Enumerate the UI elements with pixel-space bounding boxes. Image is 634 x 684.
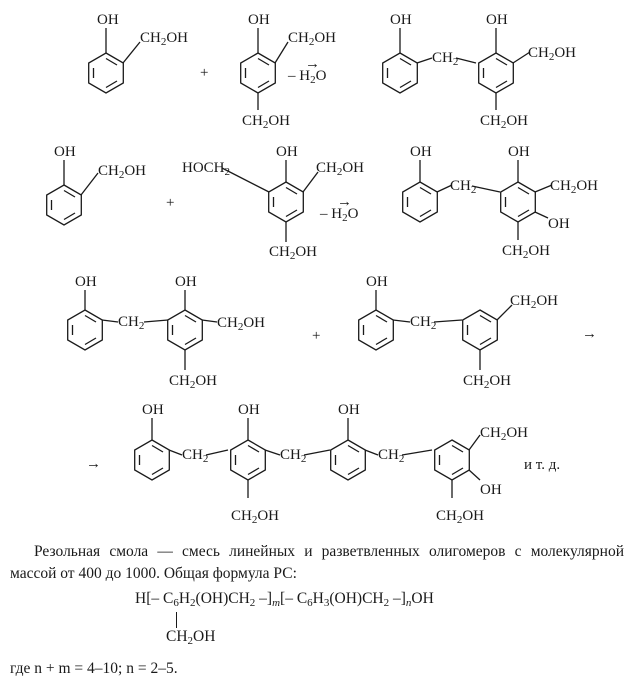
hydroxyl-label: OH [97,12,119,28]
benzene-ring [462,309,498,351]
benzene-ring [88,52,124,94]
benzene-ring [134,439,170,481]
hydroxyl-label: OH [410,144,432,160]
bond-line [274,41,289,64]
plus-sign: + [200,65,208,81]
benzene-ring [230,439,266,481]
water-elimination-label: – H2O [287,68,327,86]
hydroxyl-label: OH [238,402,260,418]
benzene-ring [434,439,470,481]
general-formula: H[– C6H2(OH)CH2 –]m[– C6H3(OH)CH2 –]nOH [135,590,434,609]
bond-line [122,41,141,64]
methylene-bridge-label: CH2 [280,447,306,465]
bond-line [455,57,477,64]
methylene-bridge-label: CH2 [410,314,436,332]
hydroxymethyl-label: CH2OH [242,113,290,131]
hydroxymethyl-label: CH2OH [269,244,317,262]
bond-line [205,449,229,456]
methylene-bridge-label: CH2 [378,447,404,465]
bond-line [80,172,99,196]
hydroxyl-label: OH [54,144,76,160]
hydroxyl-label: OH [75,274,97,290]
bond-line [101,319,119,323]
hydroxyl-label: OH [480,482,502,498]
benzene-ring [402,181,438,223]
reaction-arrow: → [305,56,320,72]
reaction-arrow: → [337,194,352,210]
hydroxymethyl-label: HOCH2 [182,160,230,178]
bond-line [512,51,531,64]
formula-branch-bond [176,612,177,628]
methylene-bridge-label: CH2 [182,447,208,465]
hydroxymethyl-label: CH2OH [436,508,484,526]
hydroxyl-label: OH [366,274,388,290]
hydroxymethyl-label: CH2OH [480,113,528,131]
hydroxymethyl-label: CH2OH [502,243,550,261]
benzene-ring [268,181,304,223]
etc-label: и т. д. [524,457,560,473]
hydroxyl-label: OH [508,144,530,160]
resol-description: Резольная смола — смесь линейных и разве… [10,543,624,582]
hydroxymethyl-label: CH2OH [550,178,598,196]
benzene-ring [330,439,366,481]
bond-line [392,319,411,323]
hydroxymethyl-label: CH2OH [231,508,279,526]
plus-sign: + [312,328,320,344]
bond-line [201,319,218,323]
bond-line [303,449,331,456]
benzene-ring [382,52,418,94]
bond-line [471,185,501,193]
bond-line [168,449,183,456]
hydroxyl-label: OH [390,12,412,28]
bond-line [534,184,553,193]
bond-line [143,319,169,323]
hydroxymethyl-label: CH2OH [528,45,576,63]
bond-line [534,211,549,219]
benzene-ring [240,52,276,94]
hydroxyl-label: OH [175,274,197,290]
reaction-arrow: → [582,326,597,342]
hydroxymethyl-label: CH2OH [217,315,265,333]
benzene-ring [358,309,394,351]
bond-line [496,304,513,321]
water-elimination-label: – H2O [319,206,359,224]
hydroxymethyl-label: CH2OH [140,30,188,48]
hydroxymethyl-label: CH2OH [463,373,511,391]
hydroxymethyl-label: CH2OH [510,293,558,311]
benzene-ring [67,309,103,351]
hydroxyl-label: OH [276,144,298,160]
bond-line [221,167,270,193]
benzene-ring [167,309,203,351]
formula-branch-group: CH2OH [166,628,216,647]
benzene-ring [46,184,82,226]
benzene-ring [500,181,536,223]
hydroxymethyl-label: CH2OH [288,30,336,48]
bond-line [264,449,281,456]
bond-line [468,434,481,451]
hydroxymethyl-label: CH2OH [480,425,528,443]
benzene-ring [478,52,514,94]
hydroxymethyl-label: CH2OH [98,163,146,181]
hydroxyl-label: OH [548,216,570,232]
formula-conditions: где n + m = 4–10; n = 2–5. [10,660,178,677]
hydroxymethyl-label: CH2OH [316,160,364,178]
bond-line [433,319,463,323]
bond-line [416,57,433,64]
bond-line [468,469,481,481]
methylene-bridge-label: CH2 [118,314,144,332]
bond-line [436,184,453,193]
bond-line [364,449,379,456]
bond-line [401,449,433,456]
reaction-arrow: → [86,456,101,472]
hydroxyl-label: OH [142,402,164,418]
hydroxymethyl-label: CH2OH [169,373,217,391]
hydroxyl-label: OH [338,402,360,418]
methylene-bridge-label: CH2 [432,50,458,68]
hydroxyl-label: OH [486,12,508,28]
bond-line [302,171,319,193]
plus-sign: + [166,195,174,211]
methylene-bridge-label: CH2 [450,178,476,196]
hydroxyl-label: OH [248,12,270,28]
